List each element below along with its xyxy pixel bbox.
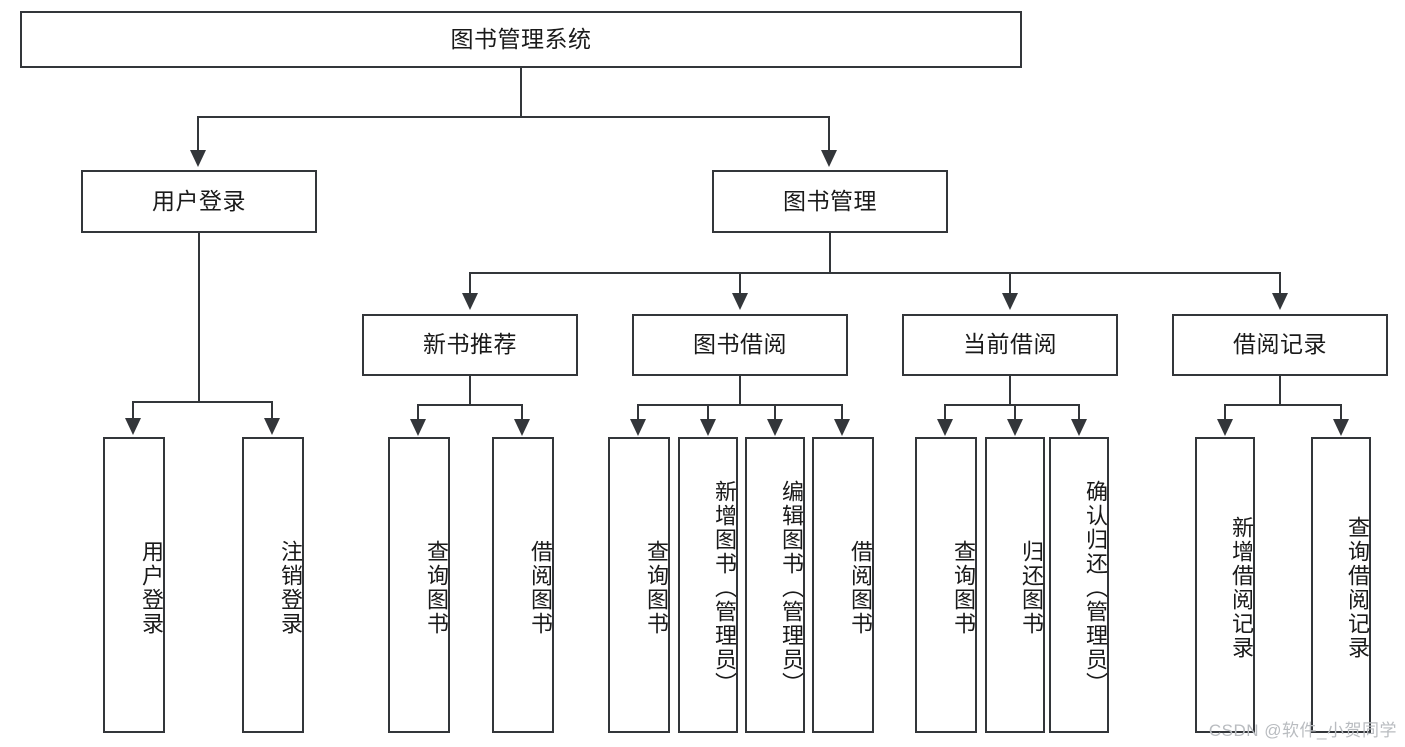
arrow-leaf-user-login xyxy=(125,418,141,435)
arrow-borrow-book-1 xyxy=(514,419,530,436)
node-label: 确认归还（管理员） xyxy=(1083,480,1108,696)
node-leaf-query-book-3: 查询图书 xyxy=(915,437,977,733)
node-label: 新书推荐 xyxy=(423,331,517,358)
edge-level3-bus xyxy=(469,272,1280,274)
node-leaf-confirm-return: 确认归还（管理员） xyxy=(1049,437,1109,733)
edge-user-login-stem xyxy=(198,233,200,402)
edge-drop-leaf-logout xyxy=(271,401,273,423)
edge-new-book-stem xyxy=(469,376,471,405)
node-label: 注销登录 xyxy=(278,540,303,636)
edge-user-login-bus xyxy=(132,401,272,403)
edge-drop-book-borrow xyxy=(739,272,741,297)
node-label: 编辑图书（管理员） xyxy=(779,480,804,696)
node-current-borrow: 当前借阅 xyxy=(902,314,1118,376)
node-leaf-return-book: 归还图书 xyxy=(985,437,1045,733)
arrow-return-book xyxy=(1007,419,1023,436)
edge-drop-leaf-user-login xyxy=(132,401,134,423)
edge-new-book-bus xyxy=(417,404,523,406)
arrow-current-borrow xyxy=(1002,293,1018,310)
edge-level1-bus xyxy=(197,116,830,118)
arrow-user-login xyxy=(190,150,206,167)
node-book-borrow: 图书借阅 xyxy=(632,314,848,376)
edge-borrow-record-stem xyxy=(1279,376,1281,405)
node-book-management: 图书管理 xyxy=(712,170,948,233)
arrow-book-mgmt xyxy=(821,150,837,167)
node-label: 图书借阅 xyxy=(693,331,787,358)
arrow-add-record xyxy=(1217,419,1233,436)
node-label: 查询图书 xyxy=(951,540,976,636)
edge-book-mgmt-stem xyxy=(829,233,831,273)
node-label: 图书管理系统 xyxy=(450,25,592,52)
node-label: 新增借阅记录 xyxy=(1229,516,1254,660)
edge-drop-borrow-record xyxy=(1279,272,1281,297)
edge-borrow-record-bus xyxy=(1224,404,1342,406)
edge-drop-return-book xyxy=(1014,404,1016,422)
node-root-system: 图书管理系统 xyxy=(20,11,1022,68)
edge-drop-new-book xyxy=(469,272,471,297)
node-user-login: 用户登录 xyxy=(81,170,317,233)
node-new-book-recommend: 新书推荐 xyxy=(362,314,578,376)
edge-current-borrow-stem xyxy=(1009,376,1011,405)
node-label: 归还图书 xyxy=(1019,540,1044,636)
node-leaf-borrow-book-1: 借阅图书 xyxy=(492,437,554,733)
node-label: 用户登录 xyxy=(152,187,246,214)
edge-book-borrow-stem xyxy=(739,376,741,405)
arrow-book-borrow xyxy=(732,293,748,310)
edge-drop-q-book-3 xyxy=(944,404,946,422)
node-label: 借阅图书 xyxy=(848,540,873,636)
arrow-borrow-book-2 xyxy=(834,419,850,436)
edge-drop-confirm-return xyxy=(1078,404,1080,422)
edge-drop-b-book-2 xyxy=(841,404,843,422)
node-label: 查询图书 xyxy=(644,540,669,636)
edge-book-borrow-bus xyxy=(637,404,843,406)
node-label: 查询借阅记录 xyxy=(1345,516,1370,660)
node-leaf-query-book-1: 查询图书 xyxy=(388,437,450,733)
node-leaf-logout: 注销登录 xyxy=(242,437,304,733)
node-leaf-add-book: 新增图书（管理员） xyxy=(678,437,738,733)
edge-root-stem xyxy=(520,68,522,117)
node-label: 查询图书 xyxy=(424,540,449,636)
node-leaf-borrow-book-2: 借阅图书 xyxy=(812,437,874,733)
arrow-confirm-return xyxy=(1071,419,1087,436)
edge-current-borrow-bus xyxy=(944,404,1080,406)
node-label: 图书管理 xyxy=(783,187,877,214)
arrow-new-book-rec xyxy=(462,293,478,310)
arrow-query-book-3 xyxy=(937,419,953,436)
edge-drop-user-login xyxy=(197,116,199,154)
edge-drop-q-book-1 xyxy=(417,404,419,422)
edge-drop-book-mgmt xyxy=(828,116,830,154)
edge-drop-add-record xyxy=(1224,404,1226,422)
arrow-query-book-2 xyxy=(630,419,646,436)
node-leaf-query-record: 查询借阅记录 xyxy=(1311,437,1371,733)
node-label: 借阅记录 xyxy=(1233,331,1327,358)
node-leaf-edit-book: 编辑图书（管理员） xyxy=(745,437,805,733)
edge-drop-q-book-2 xyxy=(637,404,639,422)
edge-drop-current-borrow xyxy=(1009,272,1011,297)
node-label: 借阅图书 xyxy=(528,540,553,636)
node-label: 新增图书（管理员） xyxy=(712,480,737,696)
arrow-add-book xyxy=(700,419,716,436)
edge-drop-edit-book xyxy=(774,404,776,422)
edge-drop-add-book xyxy=(707,404,709,422)
node-leaf-user-login: 用户登录 xyxy=(103,437,165,733)
arrow-query-record xyxy=(1333,419,1349,436)
node-label: 用户登录 xyxy=(139,540,164,636)
node-borrow-record: 借阅记录 xyxy=(1172,314,1388,376)
node-leaf-query-book-2: 查询图书 xyxy=(608,437,670,733)
node-leaf-add-record: 新增借阅记录 xyxy=(1195,437,1255,733)
arrow-query-book-1 xyxy=(410,419,426,436)
arrow-edit-book xyxy=(767,419,783,436)
node-label: 当前借阅 xyxy=(963,331,1057,358)
arrow-leaf-logout xyxy=(264,418,280,435)
arrow-borrow-record xyxy=(1272,293,1288,310)
edge-drop-query-record xyxy=(1340,404,1342,422)
edge-drop-b-book-1 xyxy=(521,404,523,422)
